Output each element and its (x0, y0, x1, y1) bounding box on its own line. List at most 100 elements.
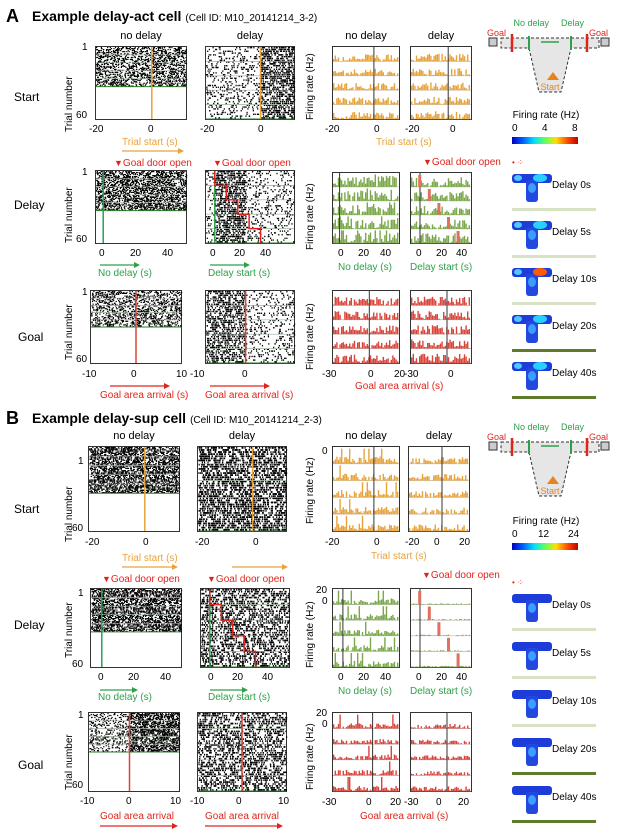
delay-map-label: Delay 20s (552, 321, 596, 332)
raster-plot (88, 712, 181, 792)
col-header-raster-delay: delay (197, 430, 287, 442)
delay-bar (512, 208, 596, 211)
y-tick-bottom: 60 (72, 659, 83, 670)
firing-map (512, 362, 552, 390)
x-tick: 0 (236, 796, 242, 807)
x-tick: 20 (234, 248, 245, 259)
event-label: ▼Goal door open (423, 157, 501, 168)
arrow-icon (210, 687, 248, 693)
down-arrow-icon: ▼ (213, 158, 222, 168)
colorbar-tick: 24 (568, 529, 579, 540)
x-tick: 0 (210, 248, 216, 259)
delay-map-label: Delay 0s (552, 180, 591, 191)
event-text: Goal door open (431, 570, 500, 581)
x-tick: 0 (416, 672, 422, 683)
histogram-bars (411, 589, 471, 668)
x-tick: 0 (258, 124, 264, 135)
event-text: Goal door open (216, 574, 285, 585)
hist-y-axis-label: Firing rate (Hz) (305, 601, 316, 668)
maze-goal-left-label: Goal (487, 28, 506, 38)
x-tick: 0 (450, 124, 456, 135)
firing-map (512, 594, 552, 622)
col-header-hist-delay: delay (408, 430, 470, 442)
event-label: ▼Goal door open (207, 574, 285, 585)
delay-bar (512, 724, 596, 727)
y-tick-bottom: 60 (76, 354, 87, 365)
raster-spikes (89, 713, 181, 791)
raster-spikes (89, 447, 181, 531)
firing-map (512, 315, 552, 343)
histogram-bars (333, 47, 399, 120)
panel-title-text: Example delay-act cell (32, 8, 181, 24)
start-arrow-icon (547, 72, 559, 80)
maze-start-label: Start (540, 486, 560, 496)
hist-x-axis-label: No delay (s) (338, 686, 392, 697)
col-header-raster-no-delay: no delay (95, 30, 187, 42)
y-axis-label: Trial number (64, 76, 75, 132)
x-tick: -30 (404, 797, 418, 808)
maze-goal-left-label: Goal (487, 432, 506, 442)
hist-x-axis-label: Goal area arrival (s) (355, 381, 443, 392)
event-text: Goal door open (432, 157, 501, 168)
row-label-delay: Delay (14, 618, 45, 632)
x-tick: 20 (458, 797, 469, 808)
maze-start-label: Start (540, 82, 560, 92)
x-axis-label: Goal area arrival (205, 811, 279, 822)
maze-no-delay-label: No delay (513, 422, 549, 432)
firing-map (512, 221, 552, 249)
arrow-icon (100, 687, 138, 693)
x-tick: 20 (358, 248, 369, 259)
colorbar-tick: 0 (512, 123, 518, 134)
y-tick-bottom: 60 (76, 110, 87, 121)
start-arrow-icon (547, 476, 559, 484)
panel-title-b: Example delay-sup cell(Cell ID: M10_2014… (32, 410, 322, 426)
arrow-icon (100, 262, 140, 268)
raster-plot (95, 46, 188, 120)
histogram-bars (333, 173, 399, 244)
hist-y-tick: 20 (316, 708, 327, 719)
speaker-left-icon (488, 441, 498, 451)
histogram-plot (332, 46, 400, 120)
y-tick-bottom: 60 (72, 523, 83, 534)
hist-y-axis-label: Firing rate (Hz) (305, 723, 316, 790)
x-axis-label: No delay (s) (98, 692, 152, 703)
x-tick: 20 (394, 369, 405, 380)
col-header-hist-delay: delay (410, 30, 472, 42)
y-axis-label: Trial number (64, 187, 75, 243)
histogram-plot (408, 446, 470, 532)
arrow-icon (210, 262, 250, 268)
panel-letter-a: A (6, 6, 19, 27)
x-tick: -20 (405, 124, 419, 135)
x-tick: -20 (325, 124, 339, 135)
panel-title-a: Example delay-act cell(Cell ID: M10_2014… (32, 8, 317, 24)
raster-plot (88, 446, 181, 532)
raster-plot (90, 588, 183, 668)
x-tick: 40 (380, 672, 391, 683)
x-tick: 40 (162, 248, 173, 259)
histogram-plot (410, 172, 472, 244)
arrow-icon (110, 383, 170, 389)
delay-bar (512, 820, 596, 823)
down-arrow-icon: ▼ (423, 157, 432, 167)
delay-map-label: Delay 20s (552, 744, 596, 755)
histogram-plot (410, 712, 472, 792)
row-label-start: Start (14, 502, 39, 516)
x-tick: -10 (190, 796, 204, 807)
x-tick: 10 (176, 369, 187, 380)
firing-map (512, 268, 552, 296)
histogram-bars (411, 713, 471, 792)
x-tick: 0 (374, 537, 380, 548)
raster-plot (205, 290, 296, 364)
maze-shape (500, 441, 600, 497)
firing-map (512, 642, 552, 670)
y-axis-label: Trial number (64, 602, 75, 658)
delay-map-label: Delay 40s (552, 792, 596, 803)
histogram-bars (411, 173, 471, 244)
down-arrow-icon: ▼ (207, 574, 216, 584)
x-tick: 20 (232, 672, 243, 683)
raster-spikes (91, 291, 183, 363)
raster-plot (197, 446, 288, 532)
histogram-bars (411, 291, 471, 364)
colorbar-title: Firing rate (Hz) (496, 110, 596, 121)
raster-spikes (206, 171, 296, 244)
